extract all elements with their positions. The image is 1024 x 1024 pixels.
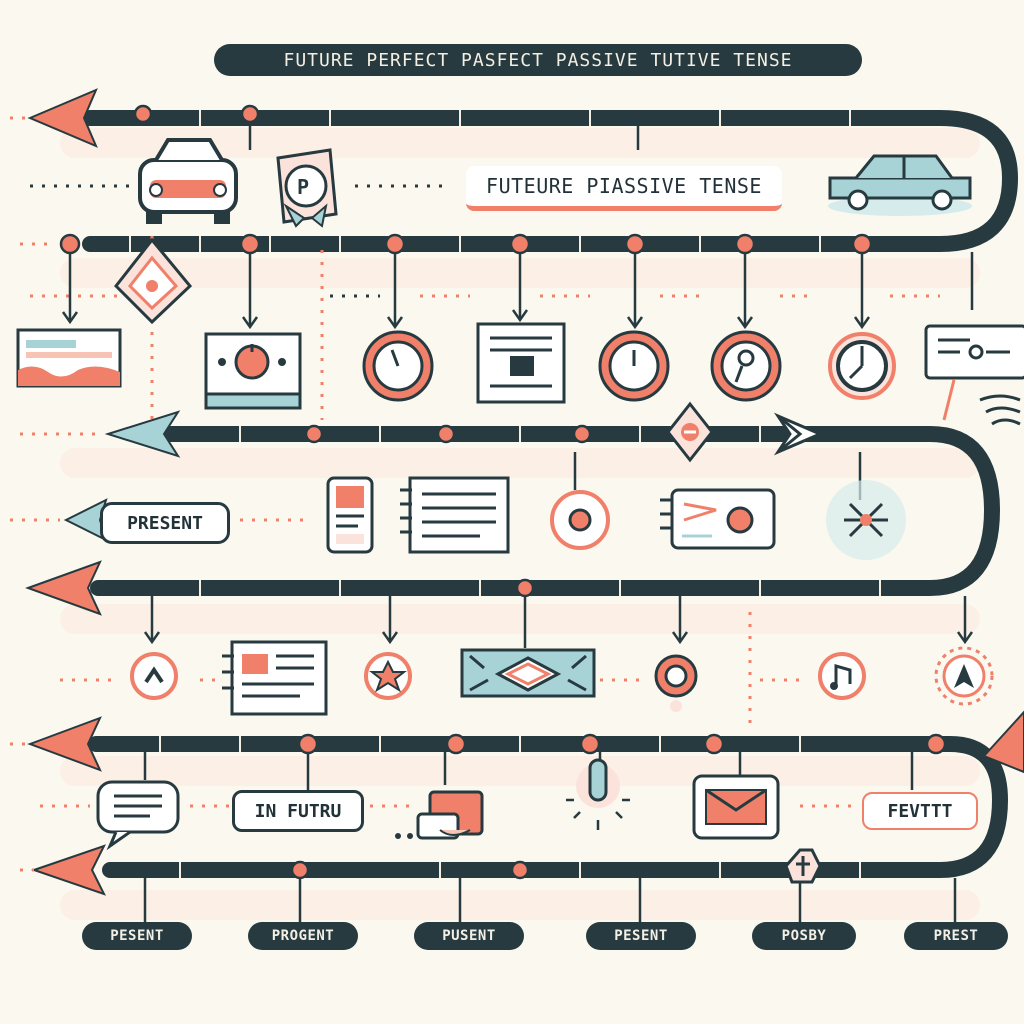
record-icon bbox=[656, 656, 696, 712]
parking-sign-icon: P bbox=[278, 150, 336, 226]
phone-icon bbox=[328, 478, 372, 552]
bottom-label: POSBY bbox=[752, 922, 856, 950]
timeline-node bbox=[306, 426, 322, 442]
bottom-label: PREST bbox=[904, 922, 1008, 950]
sparkle-icon bbox=[826, 480, 906, 560]
timeline-node bbox=[61, 235, 79, 253]
timeline-node bbox=[386, 235, 404, 253]
future-passive-banner: FUTEURE PIASSIVE TENSE bbox=[466, 166, 782, 211]
arrow-left-icon bbox=[28, 562, 100, 614]
in-future-tag: IN FUTRU bbox=[232, 790, 364, 832]
notebook-icon bbox=[400, 478, 508, 552]
stamp-icon bbox=[418, 792, 482, 838]
document-icon bbox=[478, 324, 564, 402]
timeline-node bbox=[853, 235, 871, 253]
dial-panel-icon bbox=[206, 334, 300, 408]
timeline-node bbox=[511, 235, 529, 253]
arrow-left-icon bbox=[34, 846, 104, 894]
ticket-icon bbox=[660, 490, 774, 548]
timeline-node bbox=[242, 106, 258, 122]
timeline-node bbox=[574, 426, 590, 442]
timeline-node bbox=[292, 862, 308, 878]
bottom-label: PESENT bbox=[82, 922, 192, 950]
timeline-node bbox=[438, 426, 454, 442]
chevron-up-icon bbox=[132, 654, 176, 698]
timeline-node bbox=[736, 235, 754, 253]
present-tag: PRESENT bbox=[100, 502, 230, 544]
timeline-node bbox=[581, 735, 599, 753]
timeline-node bbox=[135, 106, 151, 122]
fevitt-tag: FEVTTT bbox=[862, 792, 978, 830]
timeline-node bbox=[517, 580, 533, 596]
bottom-label: PUSENT bbox=[414, 922, 524, 950]
message-card-icon bbox=[926, 326, 1024, 424]
compass-icon bbox=[830, 334, 894, 398]
bottom-label: PROGENT bbox=[248, 922, 358, 950]
tag-icon bbox=[786, 850, 820, 882]
target-icon bbox=[552, 492, 608, 548]
page-title: FUTURE PERFECT PASFECT PASSIVE TUTIVE TE… bbox=[214, 44, 862, 76]
warning-diamond-icon bbox=[116, 240, 190, 322]
music-icon bbox=[820, 654, 864, 698]
timeline-node bbox=[447, 735, 465, 753]
timeline-node bbox=[512, 862, 528, 878]
timeline-node bbox=[299, 735, 317, 753]
bottom-label: PESENT bbox=[586, 922, 696, 950]
svg-text:P: P bbox=[297, 175, 309, 199]
envelope-diamond-icon bbox=[462, 650, 594, 696]
envelope-icon bbox=[694, 776, 778, 838]
card-icon bbox=[18, 330, 120, 386]
notebook-icon bbox=[222, 642, 326, 714]
star-icon bbox=[366, 654, 410, 698]
speech-bubble-icon bbox=[98, 782, 178, 846]
timeline-node bbox=[241, 235, 259, 253]
arrow-up-icon bbox=[936, 648, 992, 704]
clock-icon bbox=[364, 332, 432, 400]
pin-icon bbox=[712, 332, 780, 400]
timeline-node bbox=[626, 235, 644, 253]
dots bbox=[395, 833, 413, 839]
clock-icon bbox=[600, 332, 668, 400]
timeline-node bbox=[705, 735, 723, 753]
timeline-node bbox=[927, 735, 945, 753]
car-icon bbox=[828, 156, 972, 216]
